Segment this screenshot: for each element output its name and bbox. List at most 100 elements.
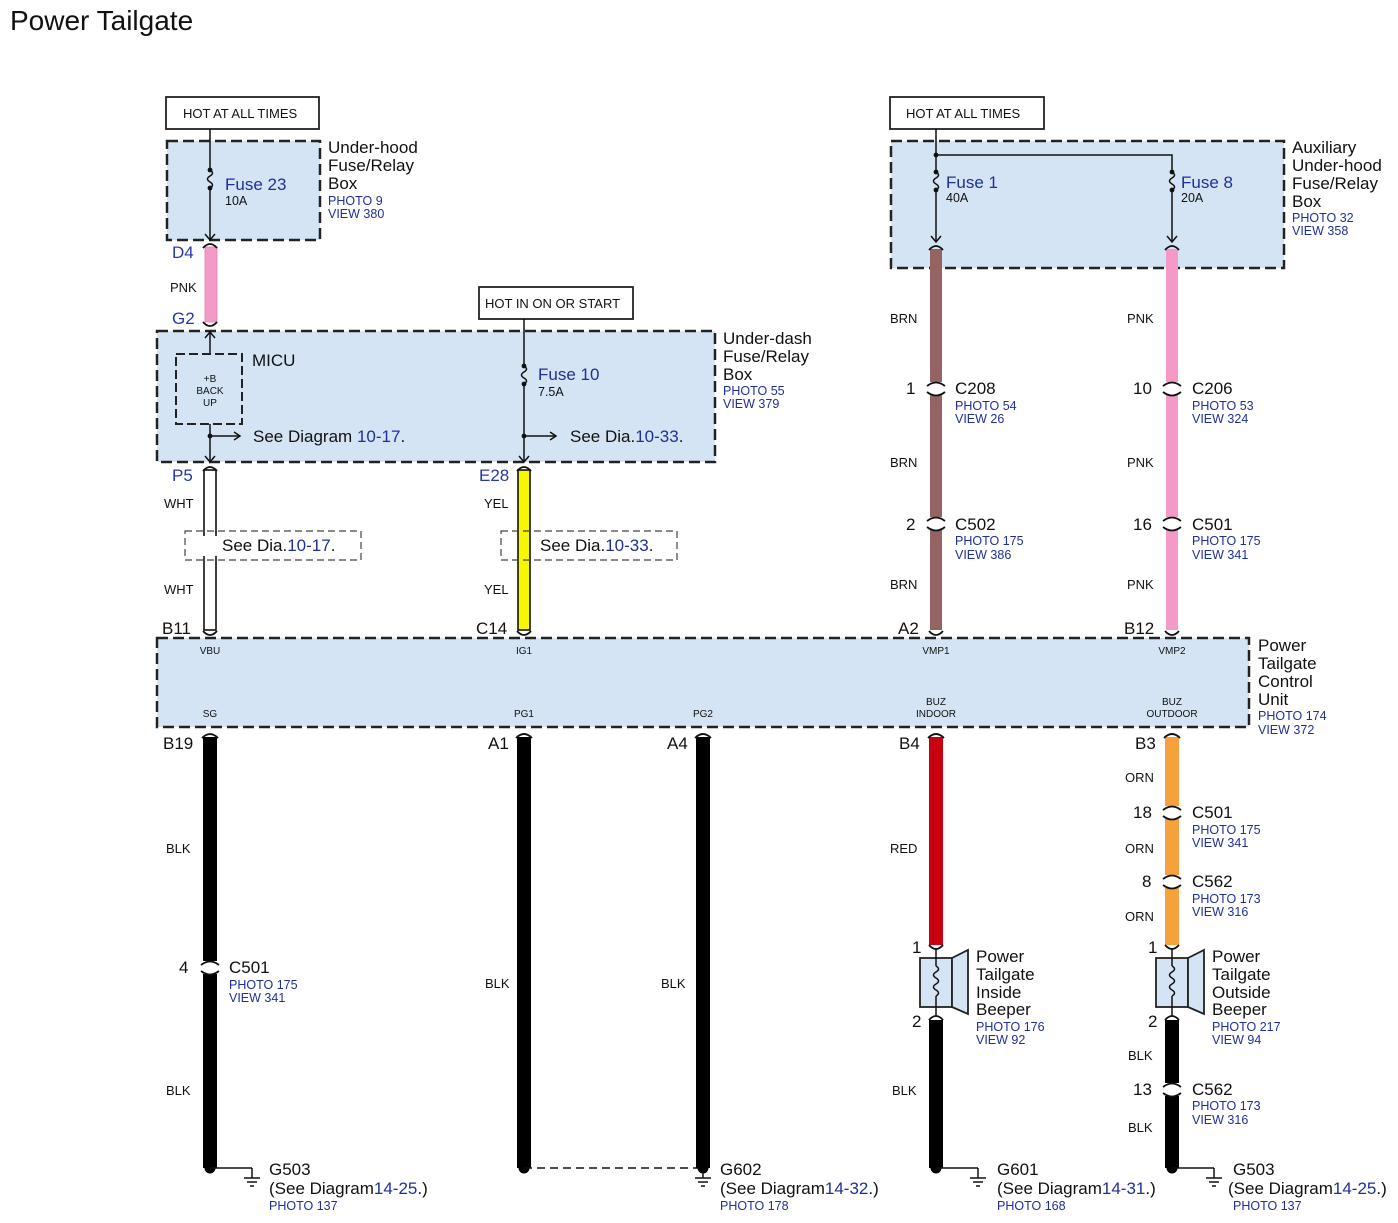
wire-color-blk-pg2: BLK	[661, 976, 686, 991]
outside-beeper: 1 2 Power Tailgate Outside Beeper PHOTO …	[1148, 938, 1281, 1047]
terminal-sg: SG	[203, 709, 218, 720]
connector-c208: 1 C208 PHOTO 54 VIEW 26	[906, 379, 1017, 426]
svg-text:10: 10	[1133, 379, 1152, 398]
pin-p5: P5	[172, 466, 193, 485]
hot-at-all-times-right-box	[889, 96, 1045, 130]
pin-b11: B11	[162, 619, 191, 638]
terminal-pg2: PG2	[693, 709, 713, 720]
pin-b19: B19	[163, 734, 193, 753]
svg-text:PHOTO 137: PHOTO 137	[269, 1199, 338, 1213]
connector-c562-blk: 13 C562 PHOTO 173 VIEW 316	[1133, 1080, 1261, 1127]
connector-c206: 10 C206 PHOTO 53 VIEW 324	[1133, 379, 1254, 426]
aux-box-view: VIEW 358	[1292, 224, 1348, 238]
fuse-8-label: Fuse 8	[1181, 173, 1233, 192]
underdash-box-name-1: Under-dash	[723, 329, 812, 348]
wire-color-wht-1: WHT	[164, 496, 194, 511]
svg-text:1: 1	[1148, 938, 1157, 957]
pin-d4: D4	[172, 243, 194, 262]
svg-text:Tailgate: Tailgate	[1212, 965, 1271, 984]
svg-text:Outside: Outside	[1212, 983, 1271, 1002]
ptcu-view: VIEW 372	[1258, 723, 1314, 737]
connector-c501-top: 16 C501 PHOTO 175 VIEW 341	[1133, 515, 1261, 562]
fuse-10-label: Fuse 10	[538, 365, 599, 384]
svg-text:(See Diagram14-32.): (See Diagram14-32.)	[720, 1179, 879, 1198]
fuse-8-icon	[1168, 171, 1176, 191]
see-dia-yel: See Dia.10-33.	[540, 536, 653, 555]
svg-text:G602: G602	[720, 1160, 762, 1179]
svg-text:PHOTO 173: PHOTO 173	[1192, 892, 1261, 906]
svg-text:VIEW 341: VIEW 341	[1192, 548, 1248, 562]
pin-b4: B4	[899, 734, 920, 753]
wire-color-yel-2: YEL	[484, 582, 509, 597]
hot-at-all-times-left-label: HOT AT ALL TIMES	[183, 106, 297, 121]
ground-g601: G601 (See Diagram14-31.) PHOTO 168	[930, 1160, 1156, 1213]
svg-text:G601: G601	[997, 1160, 1039, 1179]
svg-text:2: 2	[906, 515, 915, 534]
wire-color-wht-2: WHT	[164, 582, 194, 597]
fuse-1-label: Fuse 1	[946, 173, 998, 192]
svg-text:G503: G503	[1233, 1160, 1275, 1179]
svg-text:(See Diagram14-31.): (See Diagram14-31.)	[997, 1179, 1156, 1198]
svg-text:VIEW 92: VIEW 92	[976, 1033, 1025, 1047]
svg-text:VIEW 316: VIEW 316	[1192, 1113, 1248, 1127]
see-box-wht	[184, 530, 362, 561]
micu-backup-block	[175, 353, 243, 425]
wire-brn	[930, 249, 942, 630]
wire-blk-pg1	[517, 737, 531, 1168]
ground-g503-right: G503 (See Diagram14-25.) PHOTO 137	[1166, 1160, 1387, 1213]
terminal-ig1: IG1	[516, 646, 533, 657]
svg-text:16: 16	[1133, 515, 1152, 534]
see-diagram-micu: See Diagram 10-17.	[253, 427, 405, 446]
svg-text:C501: C501	[229, 958, 270, 977]
terminal-buz-outdoor-1: BUZ	[1162, 697, 1182, 708]
hot-at-all-times-right-label: HOT AT ALL TIMES	[906, 106, 1020, 121]
underdash-box-photo: PHOTO 55	[723, 384, 785, 398]
see-dia-fuse10: See Dia.10-33.	[570, 427, 683, 446]
wire-color-orn-1: ORN	[1125, 770, 1154, 785]
svg-text:C206: C206	[1192, 379, 1233, 398]
wire-color-blk-sg-1: BLK	[166, 841, 191, 856]
aux-box-photo: PHOTO 32	[1292, 211, 1354, 225]
wire-color-blk-pg1: BLK	[485, 976, 510, 991]
fuse-23-icon	[206, 169, 214, 189]
wire-pnk-right	[1166, 249, 1178, 630]
terminal-vmp1: VMP1	[922, 646, 950, 657]
wire-color-orn-2: ORN	[1125, 841, 1154, 856]
svg-text:C501: C501	[1192, 803, 1233, 822]
pin-a4: A4	[667, 734, 688, 753]
svg-text:Inside: Inside	[976, 983, 1021, 1002]
pin-a2: A2	[898, 619, 919, 638]
wire-yel-e28-c14	[517, 469, 531, 631]
wire-color-red: RED	[890, 841, 917, 856]
terminal-vmp2: VMP2	[1158, 646, 1186, 657]
see-dia-wht: See Dia.10-17.	[222, 536, 335, 555]
wire-color-pnk-top: PNK	[170, 280, 197, 295]
pin-b3: B3	[1135, 734, 1156, 753]
terminal-buz-indoor-1: BUZ	[926, 697, 946, 708]
svg-text:VIEW 94: VIEW 94	[1212, 1033, 1261, 1047]
inside-beeper-coil-icon	[932, 965, 940, 997]
backup-line-1: +B	[204, 374, 217, 385]
fuse-8-rating: 20A	[1181, 191, 1204, 205]
fuse-23-label: Fuse 23	[225, 175, 286, 194]
hot-in-on-or-start-label: HOT IN ON OR START	[485, 296, 620, 311]
svg-text:C562: C562	[1192, 1080, 1233, 1099]
svg-text:13: 13	[1133, 1080, 1152, 1099]
svg-text:VIEW 26: VIEW 26	[955, 412, 1004, 426]
underhood-box-name-1: Under-hood	[328, 138, 418, 157]
terminal-buz-outdoor-2: OUTDOOR	[1146, 709, 1197, 720]
underdash-fuse-relay-box	[155, 329, 717, 464]
wire-color-brn-1: BRN	[890, 311, 917, 326]
hot-at-all-times-left-box	[165, 96, 320, 130]
svg-text:(See Diagram14-25.): (See Diagram14-25.)	[269, 1179, 428, 1198]
svg-text:VIEW 386: VIEW 386	[955, 548, 1011, 562]
svg-text:PHOTO 168: PHOTO 168	[997, 1199, 1066, 1213]
svg-text:PHOTO 175: PHOTO 175	[955, 534, 1024, 548]
svg-text:C208: C208	[955, 379, 996, 398]
svg-text:Beeper: Beeper	[976, 1000, 1031, 1019]
svg-text:4: 4	[179, 958, 188, 977]
svg-text:8: 8	[1142, 872, 1151, 891]
underhood-box-name-2: Fuse/Relay	[328, 156, 414, 175]
underhood-box-view: VIEW 380	[328, 207, 384, 221]
pin-a1: A1	[488, 734, 509, 753]
